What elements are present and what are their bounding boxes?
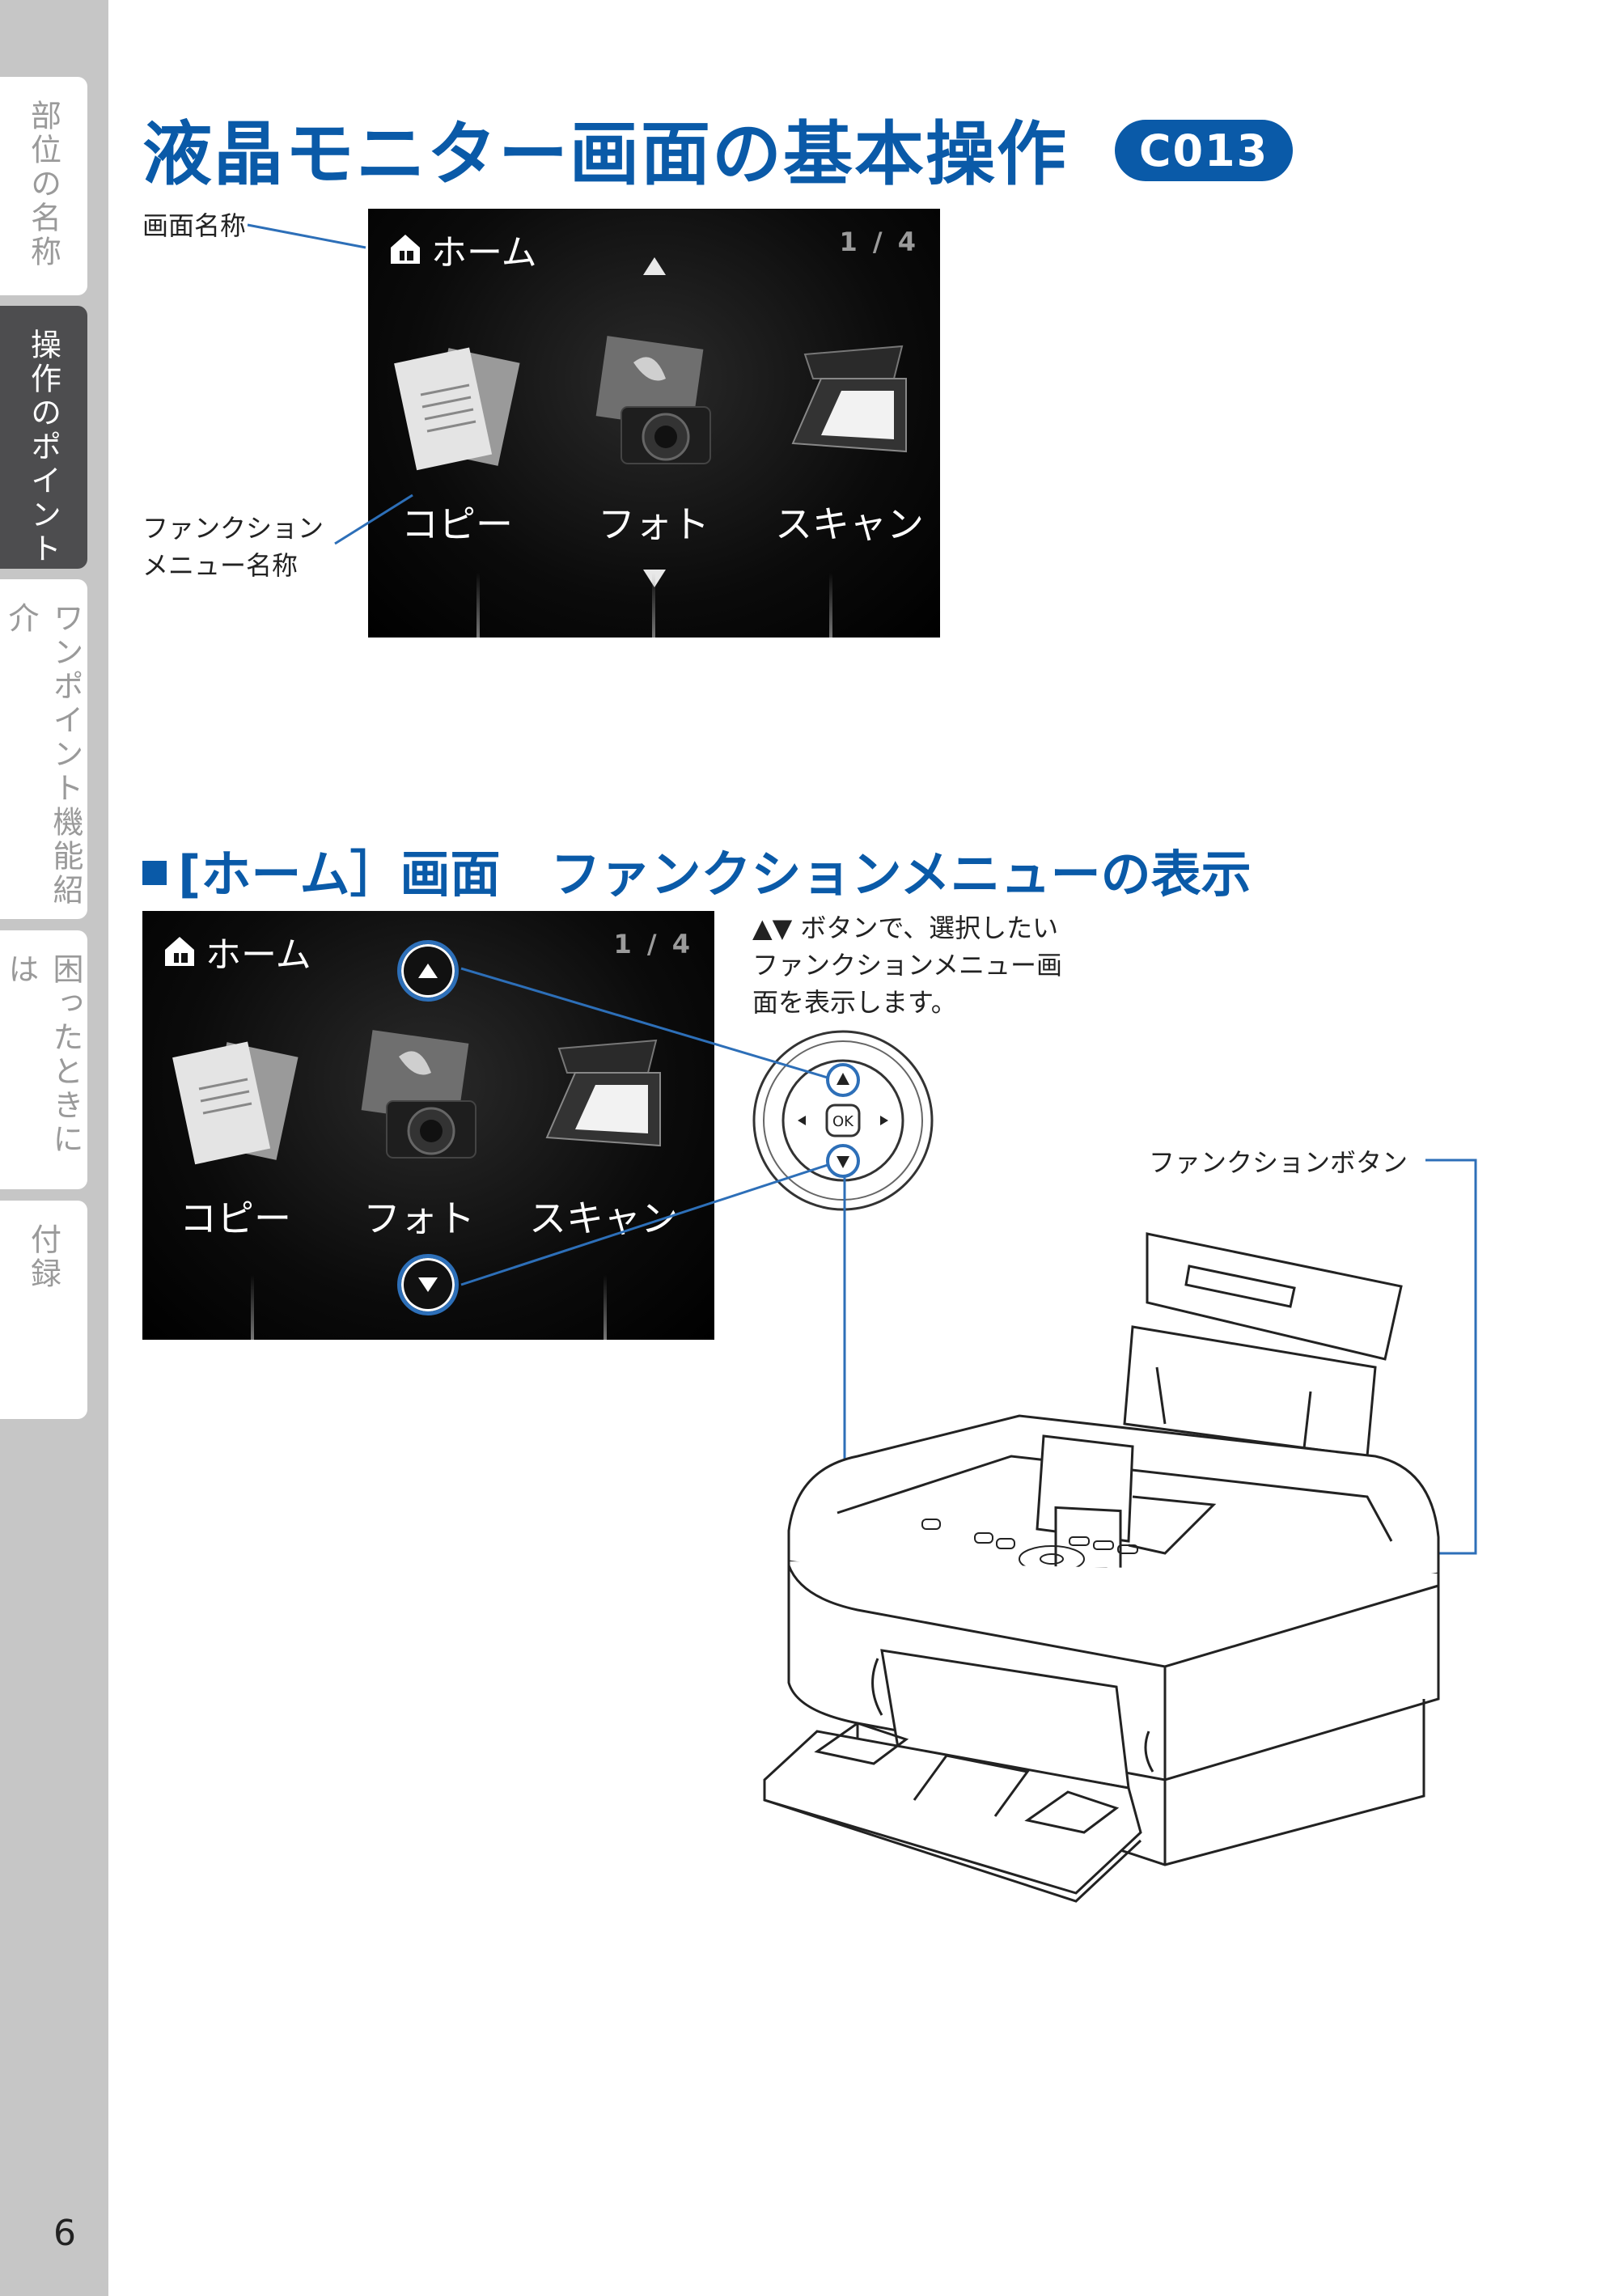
lcd-item-copy[interactable]: コピー xyxy=(155,1024,316,1243)
dial-left-arrow-icon xyxy=(798,1116,806,1125)
side-tab-troubleshooting[interactable]: 困ったときには xyxy=(0,930,87,1189)
lcd-item-label: スキャン xyxy=(529,1197,678,1240)
home-icon xyxy=(165,937,194,966)
lcd-item-copy[interactable]: コピー xyxy=(376,330,538,549)
leader-line-function-button xyxy=(843,1159,1477,1555)
copy-documents-icon xyxy=(394,347,520,471)
callout-screen-name: 画面名称 xyxy=(142,210,247,241)
dial-down-button[interactable] xyxy=(826,1144,860,1178)
lcd-page-indicator: 1 / 4 xyxy=(839,227,919,257)
lcd-glow-line xyxy=(477,573,480,638)
lcd-screen-home: ホーム 1 / 4 コピー フォト スキャン xyxy=(368,209,940,638)
callout-function-button: ファンクションボタン xyxy=(1149,1147,1408,1178)
lcd-up-arrow-icon xyxy=(642,257,666,275)
lcd-up-button[interactable] xyxy=(397,940,459,1002)
leader-line-screen-name xyxy=(247,223,366,249)
lcd-item-label: スキャン xyxy=(775,502,924,546)
photo-camera-icon xyxy=(361,1030,477,1159)
lcd-item-label: フォト xyxy=(598,502,709,546)
callout-function-menu: ファンクション メニュー名称 xyxy=(142,513,324,581)
side-tab-parts[interactable]: 部位の名称 xyxy=(0,77,87,295)
side-tab-appendix[interactable]: 付録 xyxy=(0,1201,87,1419)
lcd-screen-home-example: ホーム 1 / 4 コピー フォト スキャン xyxy=(142,911,714,1340)
dial-right-arrow-icon xyxy=(880,1116,888,1125)
scanner-icon xyxy=(791,345,907,453)
lcd-glow-line xyxy=(829,573,832,638)
ok-button[interactable] xyxy=(825,1104,861,1137)
lcd-item-photo[interactable]: フォト xyxy=(573,330,735,549)
section-heading: [ホーム］画面 ファンクションメニューの表示 xyxy=(142,833,1252,906)
scanner-icon xyxy=(545,1039,661,1147)
lcd-page-indicator: 1 / 4 xyxy=(613,929,693,959)
copy-documents-icon xyxy=(172,1041,299,1165)
photo-camera-icon xyxy=(595,336,711,464)
instruction-text: ▲▼ ボタンで、選択したい ファンクションメニュー画 面を表示します。 xyxy=(752,913,1063,1018)
lcd-screen-title: ホーム xyxy=(388,223,537,275)
lcd-item-label: コピー xyxy=(401,502,513,546)
lcd-glow-line xyxy=(251,1275,254,1340)
page-title: 液晶モニター画面の基本操作 xyxy=(142,114,1068,195)
lcd-glow-line xyxy=(604,1275,607,1340)
lcd-screen-title: ホーム xyxy=(162,926,311,977)
ok-button-label: OK xyxy=(832,1113,854,1130)
controller-dial: OK xyxy=(752,1030,934,1211)
lcd-item-label: フォト xyxy=(363,1197,475,1240)
lcd-down-button[interactable] xyxy=(397,1254,459,1315)
lcd-item-scan[interactable]: スキャン xyxy=(769,330,930,549)
page-number: 6 xyxy=(53,2213,76,2254)
dial-down-arrow-icon xyxy=(837,1156,849,1168)
square-bullet-icon xyxy=(142,861,167,885)
side-tab-features[interactable]: ワンポイント機能紹介 xyxy=(0,579,87,919)
lcd-item-scan[interactable]: スキャン xyxy=(523,1024,684,1243)
printer-illustration xyxy=(763,1232,1440,1903)
dial-up-button[interactable] xyxy=(826,1063,860,1097)
lcd-item-label: コピー xyxy=(180,1197,291,1240)
side-tab-operation[interactable]: 操作のポイント xyxy=(0,306,87,569)
lcd-item-photo[interactable]: フォト xyxy=(338,1024,500,1243)
lcd-glow-line xyxy=(652,573,655,638)
home-icon xyxy=(391,235,420,264)
manual-code-badge: C013 xyxy=(1115,120,1293,181)
dial-up-arrow-icon xyxy=(837,1073,849,1085)
